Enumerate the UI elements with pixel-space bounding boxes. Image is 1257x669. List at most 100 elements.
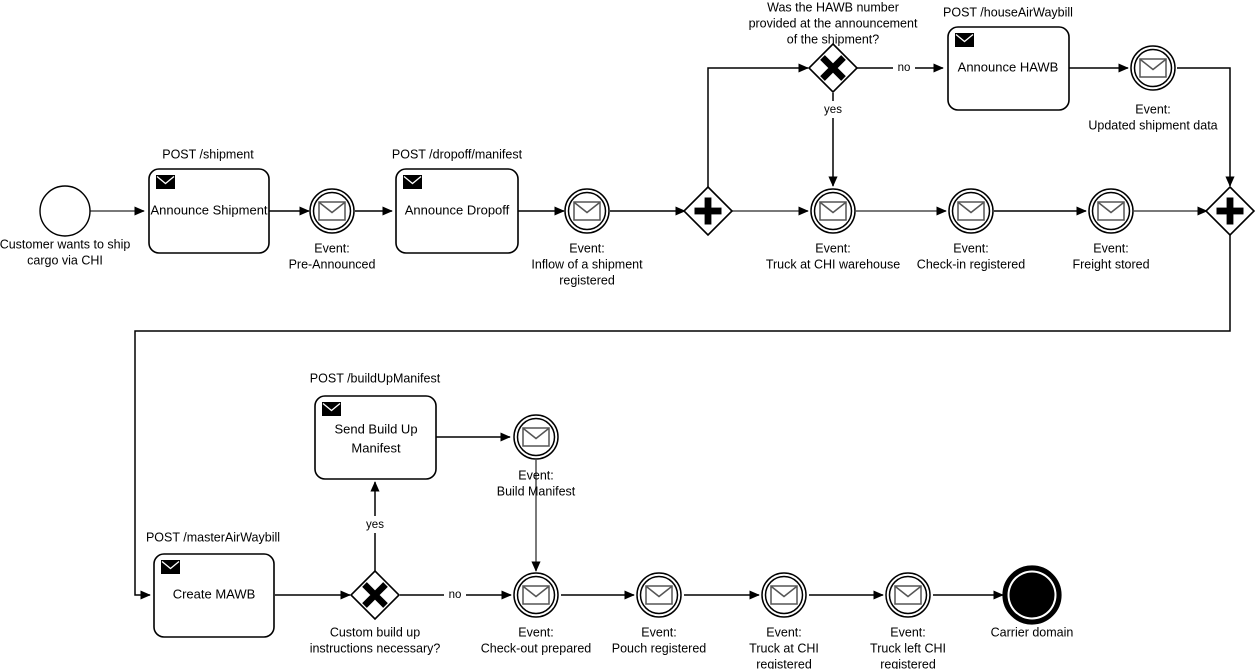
start-event-label-line1: Customer wants to ship xyxy=(0,237,130,251)
event-check-in-label-line1: Event: xyxy=(953,241,988,255)
api-label-create-mawb: POST /masterAirWaybill xyxy=(146,530,280,544)
event-inflow-label-line3: registered xyxy=(559,273,615,287)
send-task-envelope-icon xyxy=(161,560,180,574)
start-event-label-line2: cargo via CHI xyxy=(27,253,103,267)
send-task-envelope-icon xyxy=(955,33,974,47)
event-freight-stored-label-line1: Event: xyxy=(1093,241,1128,255)
message-envelope-icon xyxy=(573,201,601,221)
task-send-build-up-manifest[interactable]: POST /buildUpManifest Send Build Up Mani… xyxy=(310,371,441,480)
event-inflow-label-line2: Inflow of a shipment xyxy=(531,257,643,271)
event-truck-left-chi-label-line2: Truck left CHI xyxy=(870,641,946,655)
label-buildup-yes: yes xyxy=(366,519,384,531)
label-buildup-no: no xyxy=(449,589,462,601)
event-inner-circle xyxy=(639,575,679,615)
flow-label-buildup-no: no xyxy=(444,587,466,604)
flow-parallel-split-to-hawb-gateway xyxy=(707,63,809,188)
flow-label-hawb-yes: yes xyxy=(820,101,846,118)
label-hawb-yes: yes xyxy=(824,104,842,116)
message-envelope-icon xyxy=(957,201,985,221)
event-truck-at-chi-warehouse[interactable]: Event: Truck at CHI warehouse xyxy=(766,188,900,271)
event-check-in-registered[interactable]: Event: Check-in registered xyxy=(917,188,1025,271)
flow-label-hawb-no: no xyxy=(893,59,915,76)
event-pre-announced-label-line1: Event: xyxy=(314,241,349,255)
parallel-plus-icon xyxy=(1216,197,1244,225)
task-create-mawb-box xyxy=(153,553,275,638)
message-envelope-icon xyxy=(522,427,550,447)
event-check-out-prepared[interactable]: Event: Check-out prepared xyxy=(481,572,592,655)
event-inflow-label-line1: Event: xyxy=(569,241,604,255)
task-announce-hawb-label: Announce HAWB xyxy=(958,59,1059,74)
gateway-custom-buildup[interactable]: Custom build up instructions necessary? xyxy=(310,569,441,655)
event-pouch-registered[interactable]: Event: Pouch registered xyxy=(612,572,707,655)
task-build-up-manifest-label-line1: Send Build Up xyxy=(334,421,417,436)
event-inner-circle xyxy=(813,191,853,231)
event-check-in-label-line2: Check-in registered xyxy=(917,257,1025,271)
event-updated-shipment-data[interactable]: Event: Updated shipment data xyxy=(1088,45,1218,132)
gateway-hawb-question[interactable]: Was the HAWB number provided at the anno… xyxy=(749,0,918,94)
event-inner-circle xyxy=(567,191,607,231)
event-truck-left-chi-label-line1: Event: xyxy=(890,625,925,639)
task-create-mawb-label: Create MAWB xyxy=(173,586,256,601)
send-task-envelope-icon xyxy=(403,175,422,189)
event-build-manifest-label-line1: Event: xyxy=(518,468,553,482)
event-pouch-registered-label-line1: Event: xyxy=(641,625,676,639)
gateway-hawb-label-line2: provided at the announcement xyxy=(749,16,918,30)
message-envelope-icon xyxy=(1097,201,1125,221)
label-hawb-no: no xyxy=(898,62,911,74)
start-event[interactable]: Customer wants to ship cargo via CHI xyxy=(0,185,130,267)
flow-label-buildup-yes: yes xyxy=(362,516,388,533)
task-create-mawb[interactable]: POST /masterAirWaybill Create MAWB xyxy=(146,530,280,638)
event-pre-announced[interactable]: Event: Pre-Announced xyxy=(289,188,376,271)
end-event-inner-fill xyxy=(1009,572,1055,618)
event-inner-circle xyxy=(1091,191,1131,231)
task-announce-shipment-box xyxy=(148,168,270,254)
event-inner-circle xyxy=(312,191,352,231)
api-label-build-up-manifest: POST /buildUpManifest xyxy=(310,371,441,385)
exclusive-x-icon xyxy=(820,55,846,81)
event-truck-at-chi-reg-label-line2: Truck at CHI xyxy=(749,641,819,655)
event-inner-circle xyxy=(888,575,928,615)
event-updated-shipment-data-label-line2: Updated shipment data xyxy=(1088,118,1217,132)
event-inner-circle xyxy=(951,191,991,231)
message-envelope-icon xyxy=(318,201,346,221)
gateway-custom-buildup-label-line1: Custom build up xyxy=(330,625,420,639)
event-inflow-registered[interactable]: Event: Inflow of a shipment registered xyxy=(531,188,643,287)
gateway-parallel-split[interactable] xyxy=(682,185,734,237)
event-pouch-registered-label-line2: Pouch registered xyxy=(612,641,707,655)
gateway-hawb-label-line3: of the shipment? xyxy=(787,32,879,46)
event-build-manifest[interactable]: Event: Build Manifest xyxy=(497,414,576,498)
event-truck-at-chi-registered[interactable]: Event: Truck at CHI registered xyxy=(749,572,819,669)
task-announce-dropoff[interactable]: POST /dropoff/manifest Announce Dropoff xyxy=(392,147,523,254)
event-truck-warehouse-label-line1: Event: xyxy=(815,241,850,255)
end-event-label: Carrier domain xyxy=(991,625,1074,639)
task-announce-dropoff-box xyxy=(395,168,519,254)
exclusive-x-icon xyxy=(362,582,388,608)
event-check-out-label-line1: Event: xyxy=(518,625,553,639)
event-check-out-label-line2: Check-out prepared xyxy=(481,641,592,655)
message-envelope-icon xyxy=(770,585,798,605)
flow-parallel-join-to-create-mawb xyxy=(134,234,1231,600)
message-envelope-icon xyxy=(819,201,847,221)
event-truck-left-chi-registered[interactable]: Event: Truck left CHI registered xyxy=(870,572,946,669)
end-event[interactable]: Carrier domain xyxy=(991,565,1074,639)
api-label-announce-shipment: POST /shipment xyxy=(162,147,254,161)
event-inner-circle xyxy=(516,575,556,615)
event-freight-stored[interactable]: Event: Freight stored xyxy=(1072,188,1150,271)
task-send-build-up-manifest-box xyxy=(314,395,437,480)
task-announce-shipment[interactable]: POST /shipment Announce Shipment xyxy=(148,147,270,254)
send-task-envelope-icon xyxy=(156,175,175,189)
message-envelope-icon xyxy=(645,585,673,605)
task-announce-dropoff-label: Announce Dropoff xyxy=(405,202,510,217)
flow-updated-shipment-data-to-parallel-join xyxy=(1177,67,1235,187)
gateway-custom-buildup-label-line2: instructions necessary? xyxy=(310,641,441,655)
event-truck-at-chi-reg-label-line3: registered xyxy=(756,657,812,669)
gateway-parallel-join[interactable] xyxy=(1204,185,1256,237)
api-label-announce-hawb: POST /houseAirWaybill xyxy=(943,5,1073,19)
event-inner-circle xyxy=(516,417,556,457)
task-announce-hawb[interactable]: POST /houseAirWaybill Announce HAWB xyxy=(943,5,1073,111)
event-updated-shipment-data-label-line1: Event: xyxy=(1135,102,1170,116)
parallel-plus-icon xyxy=(694,197,722,225)
event-truck-warehouse-label-line2: Truck at CHI warehouse xyxy=(766,257,900,271)
